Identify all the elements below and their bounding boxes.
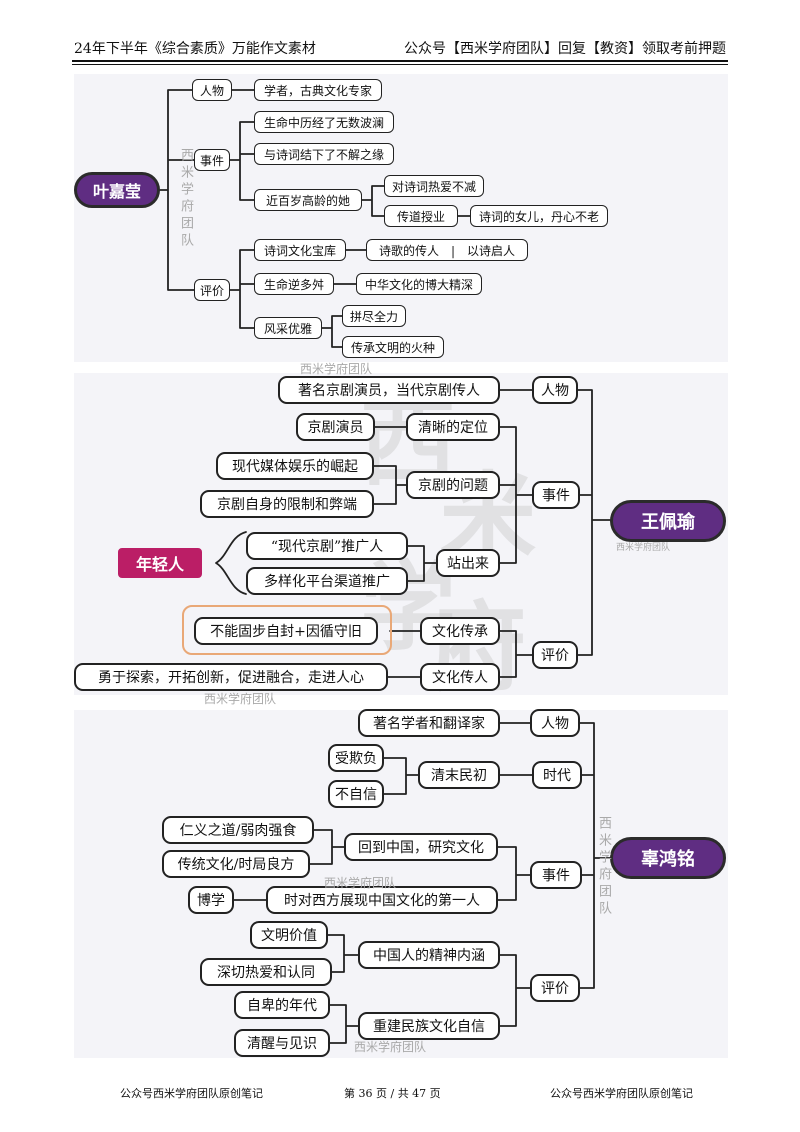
watermark-vertical: 西米学府团队 xyxy=(178,148,193,250)
watermark-text: 西米学府团队 xyxy=(616,543,671,553)
header-left: 24年下半年《综合素质》万能作文素材 xyxy=(74,41,316,57)
eval-leaf: 传承文明的火种 xyxy=(342,336,444,358)
footer-page-number: 第 36 页 / 共 47 页 xyxy=(344,1087,441,1100)
watermark-text: 西米学府团队 xyxy=(300,362,373,376)
eval-leaf: 文明价值 xyxy=(250,921,328,949)
root-node-wang-peiyu: 王佩瑜 xyxy=(610,500,726,542)
section3-panel xyxy=(74,710,728,1058)
header-right: 公众号【西米学府团队】回复【教资】领取考前押题 xyxy=(404,41,726,57)
eval-leaf: 拼尽全力 xyxy=(342,305,406,327)
branch-evaluation: 评价 xyxy=(194,279,230,301)
event-subnode: 对诗词热爱不减 xyxy=(384,175,484,197)
youth-tag: 年轻人 xyxy=(118,548,202,578)
root-node-ye-jiaying: 叶嘉莹 xyxy=(74,172,160,208)
watermark-text: 西米学府团队 xyxy=(324,876,397,890)
event-leaf: 现代媒体娱乐的崛起 xyxy=(216,452,374,480)
eval-node: 风采优雅 xyxy=(254,317,322,339)
highlight-box xyxy=(182,605,392,655)
eval-leaf: 诗歌的传人 | 以诗启人 xyxy=(366,239,528,261)
eval-leaf: 中华文化的博大精深 xyxy=(356,273,482,295)
branch-era: 时代 xyxy=(532,761,582,789)
person-desc: 著名京剧演员，当代京剧传人 xyxy=(278,376,500,404)
event-leaf: 京剧自身的限制和弊端 xyxy=(200,490,374,518)
branch-event: 事件 xyxy=(532,481,580,509)
branch-evaluation: 评价 xyxy=(530,974,580,1002)
watermark-vertical: 西米学府团队 xyxy=(596,816,611,918)
branch-event: 事件 xyxy=(194,149,230,171)
eval-node: 诗词文化宝库 xyxy=(254,239,346,261)
eval-leaf: 不能固步自封+因循守旧 xyxy=(194,617,378,645)
root-node-gu-hongming: 辜鸿铭 xyxy=(610,837,726,879)
eval-node: 生命逆多舛 xyxy=(254,273,334,295)
event-leaf: 传统文化/时局良方 xyxy=(162,850,310,878)
event-leaf: 仁义之道/弱肉强食 xyxy=(162,816,314,844)
eval-node: 中国人的精神内涵 xyxy=(358,941,500,969)
footer-left: 公众号西米学府团队原创笔记 xyxy=(120,1087,263,1100)
event-leaf: 博学 xyxy=(188,886,234,914)
watermark-text: 西米学府团队 xyxy=(354,1040,427,1054)
header-rule-thin xyxy=(72,64,728,65)
watermark-text: 西米学府团队 xyxy=(204,692,277,706)
event-node: 近百岁高龄的她 xyxy=(254,189,362,211)
event-node: 京剧的问题 xyxy=(406,471,500,499)
footer-right: 公众号西米学府团队原创笔记 xyxy=(550,1087,693,1100)
event-subnode: 传道授业 xyxy=(384,205,458,227)
branch-person: 人物 xyxy=(532,376,578,404)
eval-node: 文化传人 xyxy=(420,663,500,691)
event-node: 回到中国，研究文化 xyxy=(344,833,498,861)
eval-leaf: 清醒与见识 xyxy=(234,1029,330,1057)
eval-leaf: 自卑的年代 xyxy=(234,991,330,1019)
eval-node: 重建民族文化自信 xyxy=(358,1012,500,1040)
person-desc: 学者，古典文化专家 xyxy=(254,79,382,101)
event-node: 生命中历经了无数波澜 xyxy=(254,111,394,133)
event-node: 清晰的定位 xyxy=(406,413,500,441)
event-node: 站出来 xyxy=(436,549,500,577)
event-leaf: 京剧演员 xyxy=(296,413,375,441)
event-node: 时对西方展现中国文化的第一人 xyxy=(266,886,498,914)
era-node: 清末民初 xyxy=(418,761,500,789)
eval-leaf: 深切热爱和认同 xyxy=(200,958,332,986)
event-leaf: “现代京剧”推广人 xyxy=(246,532,408,560)
eval-node: 文化传承 xyxy=(420,617,500,645)
era-leaf: 受欺负 xyxy=(328,744,384,772)
person-desc: 著名学者和翻译家 xyxy=(358,709,500,737)
event-node: 与诗词结下了不解之缘 xyxy=(254,143,394,165)
branch-evaluation: 评价 xyxy=(532,641,578,669)
event-leaf: 诗词的女儿，丹心不老 xyxy=(470,205,608,227)
header-rule-thick xyxy=(72,60,728,62)
event-leaf: 多样化平台渠道推广 xyxy=(246,567,408,595)
eval-leaf: 勇于探索，开拓创新，促进融合，走进人心 xyxy=(74,663,388,691)
branch-person: 人物 xyxy=(530,709,580,737)
branch-event: 事件 xyxy=(530,861,582,889)
era-leaf: 不自信 xyxy=(328,780,384,808)
branch-person: 人物 xyxy=(192,79,232,101)
